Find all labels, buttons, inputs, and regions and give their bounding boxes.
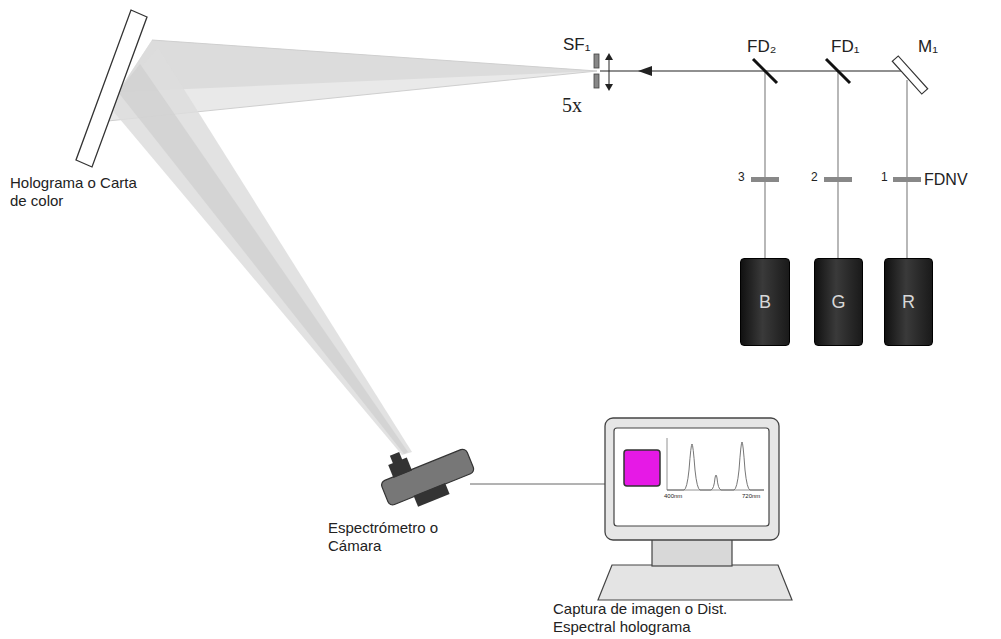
laser-label: G [831, 292, 845, 313]
monitor-stand [652, 538, 732, 566]
adjust-arrow [609, 58, 610, 86]
axis-label: 720nm [742, 493, 760, 500]
laser-blue: B [740, 258, 790, 346]
magnification-label: 5x [562, 93, 582, 117]
spectrum-curve [667, 442, 764, 490]
dichroic-filter [826, 59, 850, 83]
part-label: FD₂ [747, 37, 776, 57]
part-label: SF₁ [563, 35, 590, 55]
beam-arrow [638, 66, 652, 76]
plot-axis [667, 438, 668, 490]
dichroic-filter [753, 59, 777, 83]
cone-edge [152, 40, 597, 71]
part-label: Espectrómetro o Cámara [328, 519, 458, 555]
beam [837, 71, 838, 258]
caption-label: Captura de imagen o Dist. Espectral holo… [553, 600, 758, 636]
beam [764, 71, 765, 258]
reflected-cone-core [118, 64, 408, 454]
part-label: Holograma o Carta de color [10, 174, 150, 210]
callout-number: 1 [881, 170, 888, 184]
laser-label: R [902, 292, 915, 313]
monitor-base [598, 565, 792, 600]
adjust-arrow [605, 53, 613, 60]
callout-number: 2 [811, 170, 818, 184]
monitor [605, 418, 779, 540]
laser-red: R [884, 258, 933, 346]
cable [470, 484, 606, 485]
nd-filter [893, 177, 921, 182]
screen [614, 428, 769, 526]
adjust-arrow [605, 84, 613, 91]
camera [372, 428, 479, 516]
nd-filter [824, 177, 852, 182]
callout-number: 3 [738, 170, 745, 184]
laser-label: B [759, 292, 771, 313]
hologram-plate [76, 10, 147, 167]
beam [906, 80, 907, 258]
part-label: M₁ [918, 37, 938, 57]
part-label: FD₁ [831, 37, 859, 57]
part-label: FDNV [924, 170, 968, 189]
laser-green: G [814, 258, 863, 346]
mirror [892, 56, 927, 94]
nd-filter [751, 177, 779, 182]
axis-label: 400nm [664, 493, 682, 500]
color-sample [624, 450, 660, 486]
spatial-filter [594, 54, 599, 68]
light-cone-core [118, 40, 597, 92]
reflected-cone [108, 48, 412, 455]
spatial-filter [594, 74, 599, 88]
